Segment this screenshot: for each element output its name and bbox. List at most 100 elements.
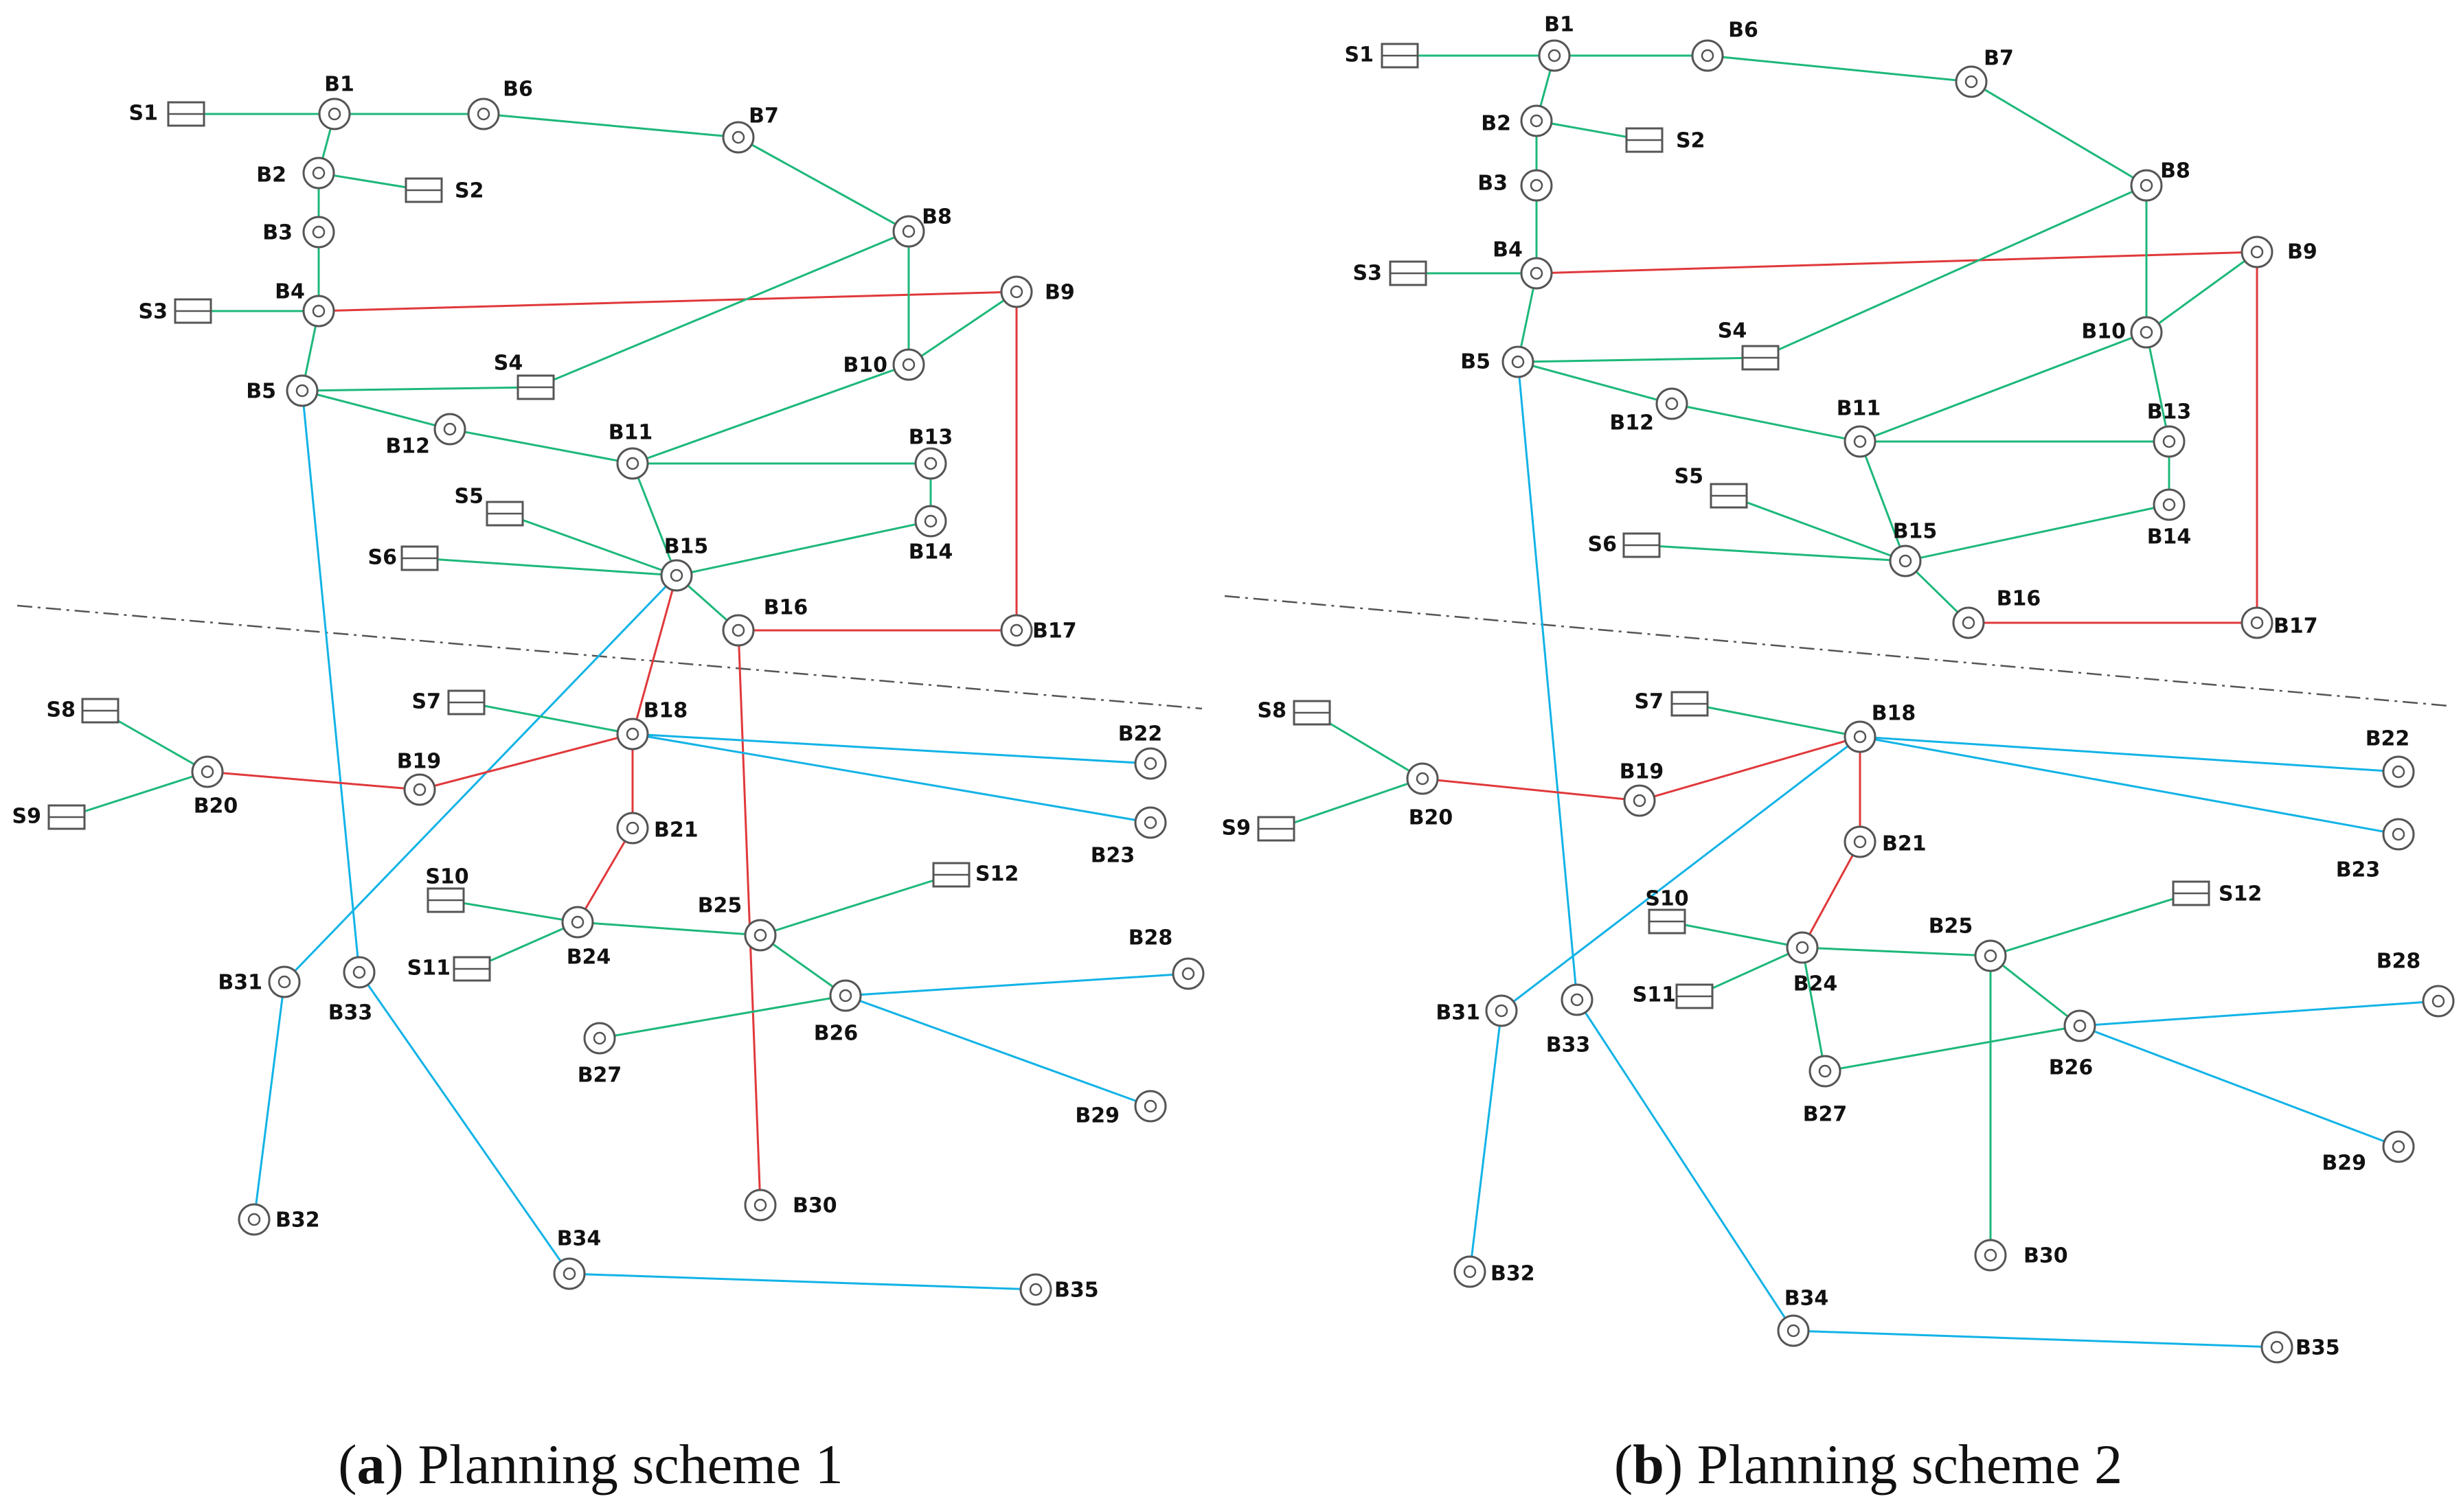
node-label-B3: B3 (1477, 172, 1508, 196)
line-S4-B8 (535, 230, 909, 389)
bus-node-B5 (286, 374, 319, 407)
node-label-S11: S11 (407, 957, 451, 981)
node-label-B5: B5 (246, 380, 276, 404)
line-S9-B20 (1275, 777, 1423, 830)
line-B7-B8 (738, 136, 909, 233)
line-B26-B28 (2079, 1000, 2439, 1027)
node-label-S11: S11 (1633, 983, 1676, 1007)
caption-b-text: Planning scheme 2 (1697, 1433, 2122, 1496)
bus-node-B28 (2422, 985, 2455, 1018)
bus-node-B30 (1974, 1239, 2007, 1272)
node-label-B8: B8 (922, 205, 952, 229)
line-B11-B10 (632, 363, 909, 465)
bus-node-B29 (1134, 1090, 1167, 1123)
line-B18-B23 (1859, 735, 2399, 836)
substation-node-S7 (1670, 691, 1709, 717)
node-label-S2: S2 (1676, 129, 1705, 153)
node-label-B32: B32 (275, 1209, 320, 1233)
substation-node-S12 (2172, 880, 2210, 906)
node-label-B5: B5 (1460, 350, 1490, 374)
node-label-B29: B29 (1075, 1104, 1120, 1128)
line-S10-B24 (445, 899, 578, 924)
line-B21-B24 (576, 827, 634, 923)
node-label-B4: B4 (1493, 238, 1523, 262)
node-label-B6: B6 (503, 78, 533, 102)
bus-node-B15 (660, 559, 693, 592)
bus-node-B14 (914, 505, 947, 538)
line-B15-B31 (283, 574, 678, 983)
substation-node-S2 (1625, 127, 1664, 153)
caption-b-letter: b (1633, 1433, 1664, 1496)
node-label-B15: B15 (1893, 520, 1938, 544)
line-S5-B15 (504, 512, 677, 577)
caption-a-text: Planning scheme 1 (418, 1433, 843, 1496)
line-B24-B27 (1801, 947, 1826, 1072)
bus-node-B27 (583, 1022, 616, 1055)
line-B34-B35 (569, 1272, 1036, 1291)
node-label-B8: B8 (2160, 159, 2190, 183)
line-B10-B9 (2146, 251, 2258, 334)
line-S7-B18 (466, 701, 633, 735)
node-label-S7: S7 (412, 690, 441, 714)
node-label-B20: B20 (1409, 806, 1453, 830)
substation-node-S6 (1622, 532, 1661, 558)
line-B15-B14 (676, 520, 931, 577)
node-label-S12: S12 (2219, 882, 2262, 906)
bus-node-B17 (1000, 614, 1033, 647)
substation-node-S1 (167, 101, 205, 127)
line-B11-B15 (631, 463, 678, 576)
node-label-B29: B29 (2322, 1152, 2366, 1176)
line-B18-B23 (632, 733, 1151, 824)
bus-node-B20 (191, 755, 224, 788)
line-B4-B9 (1536, 251, 2258, 275)
node-label-B22: B22 (1118, 722, 1163, 746)
line-B15-B14 (1905, 503, 2170, 562)
node-label-S3: S3 (139, 300, 168, 324)
node-label-B17: B17 (2273, 615, 2318, 639)
node-label-B3: B3 (262, 221, 293, 245)
line-B26-B29 (2079, 1024, 2399, 1148)
node-label-B26: B26 (814, 1022, 859, 1046)
bus-node-B4 (302, 295, 335, 328)
bus-node-B23 (1134, 806, 1167, 839)
line-B6-B7 (1707, 54, 1972, 83)
line-S9-B20 (66, 770, 208, 818)
substation-node-S8 (81, 698, 120, 724)
line-B26-B28 (845, 972, 1189, 997)
substation-node-S5 (1710, 483, 1748, 509)
bus-node-B6 (467, 98, 500, 130)
line-B4-B9 (318, 290, 1017, 312)
bus-node-B26 (2063, 1009, 2096, 1042)
bus-node-B26 (829, 979, 862, 1012)
bus-node-B21 (1844, 825, 1876, 858)
node-label-B17: B17 (1032, 619, 1077, 643)
substation-node-S9 (47, 804, 86, 830)
bus-node-B1 (318, 98, 351, 130)
bus-node-B25 (744, 919, 777, 952)
substation-node-S9 (1257, 816, 1295, 842)
node-label-B16: B16 (764, 596, 808, 620)
line-B26-B27 (599, 994, 846, 1040)
node-label-B24: B24 (1793, 972, 1838, 996)
node-label-S8: S8 (47, 698, 76, 722)
line-B10-B13 (2145, 332, 2170, 442)
node-label-S9: S9 (12, 805, 41, 829)
node-label-S10: S10 (1645, 887, 1688, 911)
node-label-B27: B27 (1803, 1103, 1848, 1127)
line-S7-B18 (1689, 702, 1861, 738)
bus-node-B3 (302, 216, 335, 249)
node-label-B13: B13 (2147, 400, 2192, 424)
node-label-B23: B23 (1091, 844, 1135, 868)
node-label-B19: B19 (1620, 760, 1664, 784)
substation-node-S3 (1389, 260, 1427, 286)
substation-node-S6 (400, 545, 439, 571)
substation-node-S4 (1741, 345, 1780, 371)
bus-node-B7 (722, 121, 755, 154)
line-B18-B22 (632, 733, 1151, 765)
node-label-B11: B11 (1837, 397, 1881, 421)
bus-node-B16 (1952, 606, 1985, 639)
substation-node-S11 (453, 956, 491, 982)
node-label-S2: S2 (455, 179, 484, 203)
bus-node-B2 (302, 157, 335, 190)
